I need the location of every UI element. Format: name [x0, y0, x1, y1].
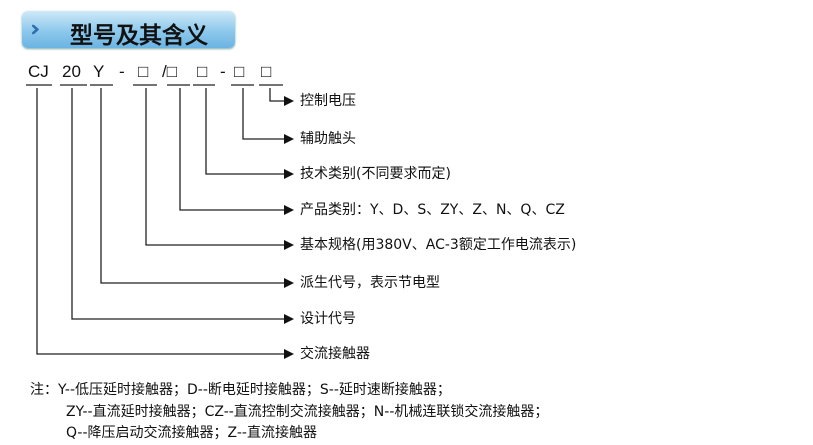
label-ac-contactor: 交流接触器: [300, 346, 370, 362]
label-tech-category: 技术类别(不同要求而定): [300, 166, 451, 182]
code-box: /□: [162, 62, 177, 81]
label-design-code: 设计代号: [300, 311, 356, 327]
label-derived-code: 派生代号，表示节电型: [300, 275, 440, 291]
label-basic-spec: 基本规格(用380V、AC-3额定工作电流表示): [300, 237, 577, 253]
label-aux-contacts: 辅助触头: [300, 131, 356, 147]
title-banner: ››› 型号及其含义: [22, 11, 235, 49]
page-title: 型号及其含义: [70, 23, 208, 49]
note-line: 注：Y--低压延时接触器；D--断电延时接触器；S--延时速断接触器；: [30, 382, 451, 398]
label-control-voltage: 控制电压: [300, 93, 356, 109]
code-dash: -: [119, 62, 125, 81]
note-line: ZY--直流延时接触器；CZ--直流控制交流接触器；N--机械连联锁交流接触器；: [66, 404, 549, 420]
code-box: □: [234, 62, 245, 81]
note-line: Q--降压启动交流接触器；Z--直流接触器: [66, 425, 317, 441]
label-product-category: 产品类别：Y、D、S、ZY、Z、N、Q、CZ: [300, 202, 565, 218]
code-20: 20: [62, 62, 81, 81]
code-box: □: [138, 62, 149, 81]
code-cj: CJ: [28, 62, 49, 81]
code-box: □: [261, 62, 272, 81]
code-box: □: [197, 62, 208, 81]
code-dash: -: [220, 62, 226, 81]
code-y: Y: [93, 62, 105, 81]
